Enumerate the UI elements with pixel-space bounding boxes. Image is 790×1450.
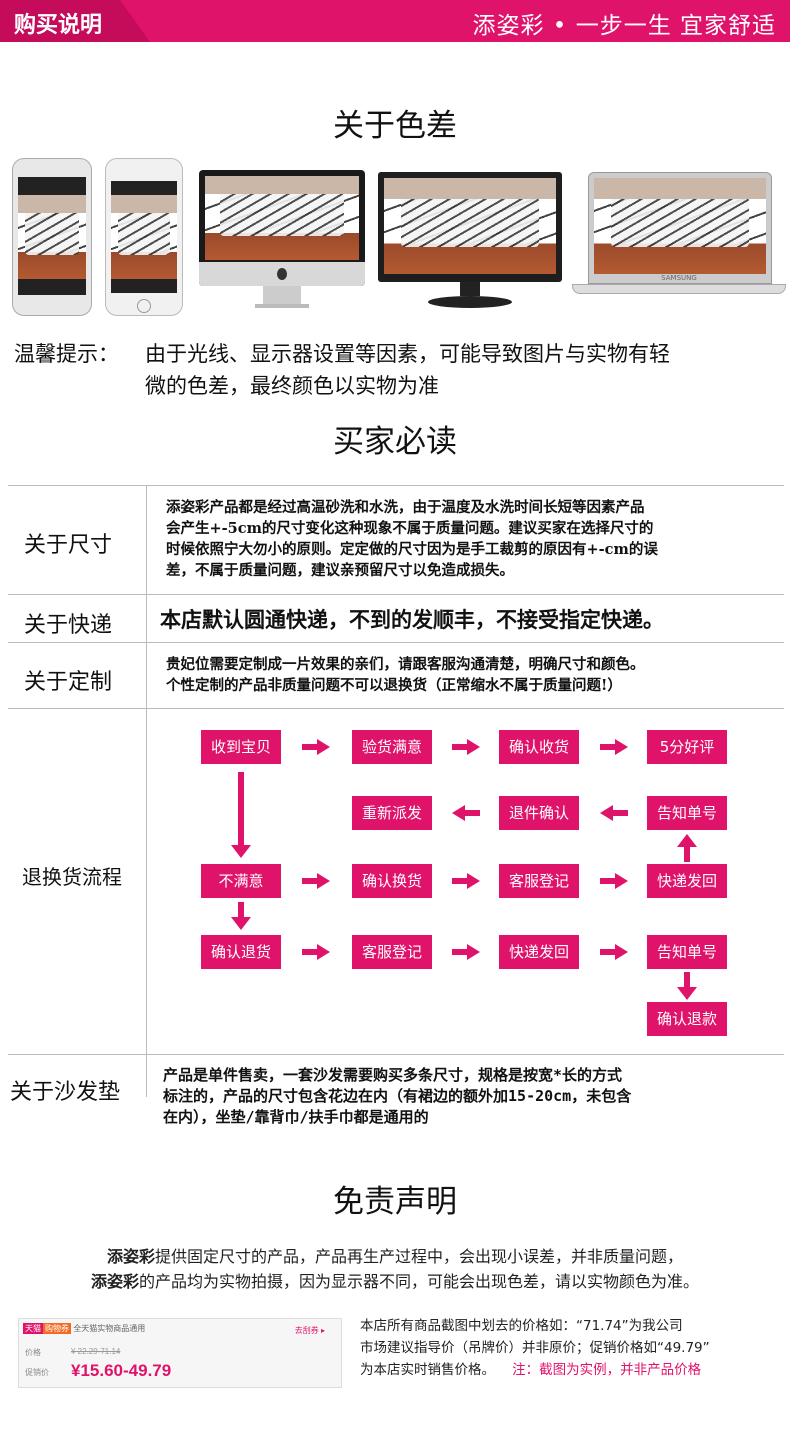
flow-step: 快递发回 [647,864,727,898]
row-text-custom: 贵妃位需要定制成一片效果的亲们，请跟客服沟通清楚，明确尺寸和颜色。 个性定制的产… [166,654,645,696]
flow-step: 验货满意 [352,730,432,764]
row-label-return: 退换货流程 [22,865,122,889]
flow-step: 重新派发 [352,796,432,830]
arrow-right-icon [452,739,480,755]
flow-step: 确认退货 [201,935,281,969]
table-divider [8,1054,784,1055]
disclaimer-text: 添姿彩提供固定尺寸的产品，产品再生产过程中，会出现小误差，并非质量问题， 添姿彩… [0,1244,790,1294]
price-label: 价格 [25,1348,41,1357]
price-card-header: 天猫购物券 全天猫实物商品通用 [23,1323,145,1337]
android-phone-icon [12,158,92,316]
text-line: 在内），坐垫/靠背巾/扶手巾都是通用的 [163,1108,429,1126]
flow-step: 确认收货 [499,730,579,764]
arrow-right-icon [600,944,628,960]
arrow-down-icon [677,972,697,1000]
flow-step: 告知单号 [647,796,727,830]
arrow-right-icon [452,944,480,960]
table-border-top [8,485,784,486]
promo-price: ¥15.60-49.79 [71,1361,172,1380]
text-line: 贵妃位需要定制成一片效果的亲们，请跟客服沟通清楚，明确尺寸和颜色。 [166,656,645,673]
header-bar: 购买说明 添姿彩 • 一步一生 宜家舒适 [0,0,790,42]
imac-icon [199,170,365,310]
arrow-right-icon [302,944,330,960]
disclaimer-title: 免责声明 [333,1184,457,1220]
text-line: 标注的，产品的尺寸包含花边在内（有裙边的额外加15-20cm，未包含 [163,1087,632,1105]
row-label-delivery: 关于快递 [24,613,113,638]
flow-step: 退件确认 [499,796,579,830]
monitor-icon [378,172,562,310]
text-line: 个性定制的产品非质量问题不可以退换货（正常缩水不属于质量问题!） [166,677,622,694]
row-text-size: 添姿彩产品都是经过高温砂洗和水洗，由于温度及水洗时间长短等因素产品 会产生+-5… [166,497,658,581]
text-line: 时候依照宁大勿小的原则。定定做的尺寸因为是手工裁剪的原因有+-cm的误 [166,541,658,558]
disclaimer-line1: 提供固定尺寸的产品，产品再生产过程中，会出现小误差，并非质量问题， [155,1247,684,1266]
flow-step: 确认退款 [647,1002,727,1036]
note-line: 为本店实时销售价格。 [360,1362,495,1378]
table-divider [8,642,784,643]
row-label-custom: 关于定制 [24,670,113,695]
arrow-right-icon [302,873,330,889]
arrow-right-icon [600,873,628,889]
arrow-down-icon [231,772,251,858]
text-line: 会产生+-5cm的尺寸变化这种现象不属于质量问题。建议买家在选择尺寸的 [166,520,654,537]
flow-step: 客服登记 [352,935,432,969]
header-tab [0,0,150,42]
arrow-up-icon [677,834,697,862]
note-warning: 注：截图为实例，并非产品价格 [512,1362,702,1378]
iphone-icon [105,158,183,316]
page-title: 购买说明 [14,12,103,37]
price-card-caption: 全天猫实物商品通用 [73,1324,146,1333]
text-line: 添姿彩产品都是经过高温砂洗和水洗，由于温度及水洗时间长短等因素产品 [166,499,645,516]
color-notice: 温馨提示： 由于光线、显示器设置等因素，可能导致图片与实物有轻 微的色差，最终颜色… [14,338,670,402]
notice-label: 温馨提示： [14,342,119,366]
flow-step: 确认换货 [352,864,432,898]
flow-step: 5分好评 [647,730,727,764]
arrow-left-icon [600,805,628,821]
price-example-card: 天猫购物券 全天猫实物商品通用 去刮券 ▸ 价格 ¥ 22.29-71.14 促… [18,1318,342,1388]
coupon-badge: 购物券 [43,1323,71,1334]
arrow-left-icon [452,805,480,821]
flow-step: 客服登记 [499,864,579,898]
table-divider [8,708,784,709]
note-line: 市场建议指导价（吊牌价）并非原价；促销价格如“49.79” [360,1340,710,1356]
brand-name: 添姿彩 [106,1247,155,1266]
arrow-right-icon [302,739,330,755]
arrow-down-icon [231,902,251,930]
notice-line1: 由于光线、显示器设置等因素，可能导致图片与实物有轻 [145,342,670,366]
text-line: 产品是单件售卖，一套沙发需要购买多条尺寸，规格是按宽*长的方式 [163,1066,623,1084]
text-line: 本店默认圆通快递，不到的发顺丰，不接受指定快递。 [160,607,664,632]
notice-line2: 微的色差，最终颜色以实物为准 [145,374,439,398]
tmall-badge: 天猫 [23,1323,43,1334]
arrow-right-icon [452,873,480,889]
table-column-divider [146,485,147,1097]
note-line: 本店所有商品截图中划去的价格如：“71.74”为我公司 [360,1318,683,1334]
disclaimer-line2: 的产品均为实物拍摄，因为显示器不同，可能会出现色差，请以实物颜色为准。 [139,1272,700,1291]
text-line: 差，不属于质量问题，建议亲预留尺寸以免造成损失。 [166,562,514,579]
flow-step: 不满意 [201,864,281,898]
color-section-title: 关于色差 [333,108,457,144]
brand-slogan: 添姿彩 • 一步一生 宜家舒适 [472,13,776,39]
buyer-section-title: 买家必读 [333,424,457,460]
promo-label: 促销价 [25,1368,49,1377]
table-divider [8,594,784,595]
row-label-size: 关于尺寸 [24,533,113,558]
arrow-right-icon [600,739,628,755]
laptop-brand: SAMSUNG [661,274,697,282]
laptop-icon: SAMSUNG [572,172,786,296]
flow-step: 收到宝贝 [201,730,281,764]
flow-step: 快递发回 [499,935,579,969]
coupon-link: 去刮券 ▸ [294,1326,325,1335]
price-note: 本店所有商品截图中划去的价格如：“71.74”为我公司 市场建议指导价（吊牌价）… [360,1315,710,1381]
brand-name: 添姿彩 [90,1272,139,1291]
original-price: ¥ 22.29-71.14 [71,1347,121,1356]
flow-step: 告知单号 [647,935,727,969]
row-text-cushion: 产品是单件售卖，一套沙发需要购买多条尺寸，规格是按宽*长的方式 标注的，产品的尺… [163,1065,631,1128]
row-label-cushion: 关于沙发垫 [10,1080,121,1105]
row-text-delivery: 本店默认圆通快递，不到的发顺丰，不接受指定快递。 [160,606,664,634]
